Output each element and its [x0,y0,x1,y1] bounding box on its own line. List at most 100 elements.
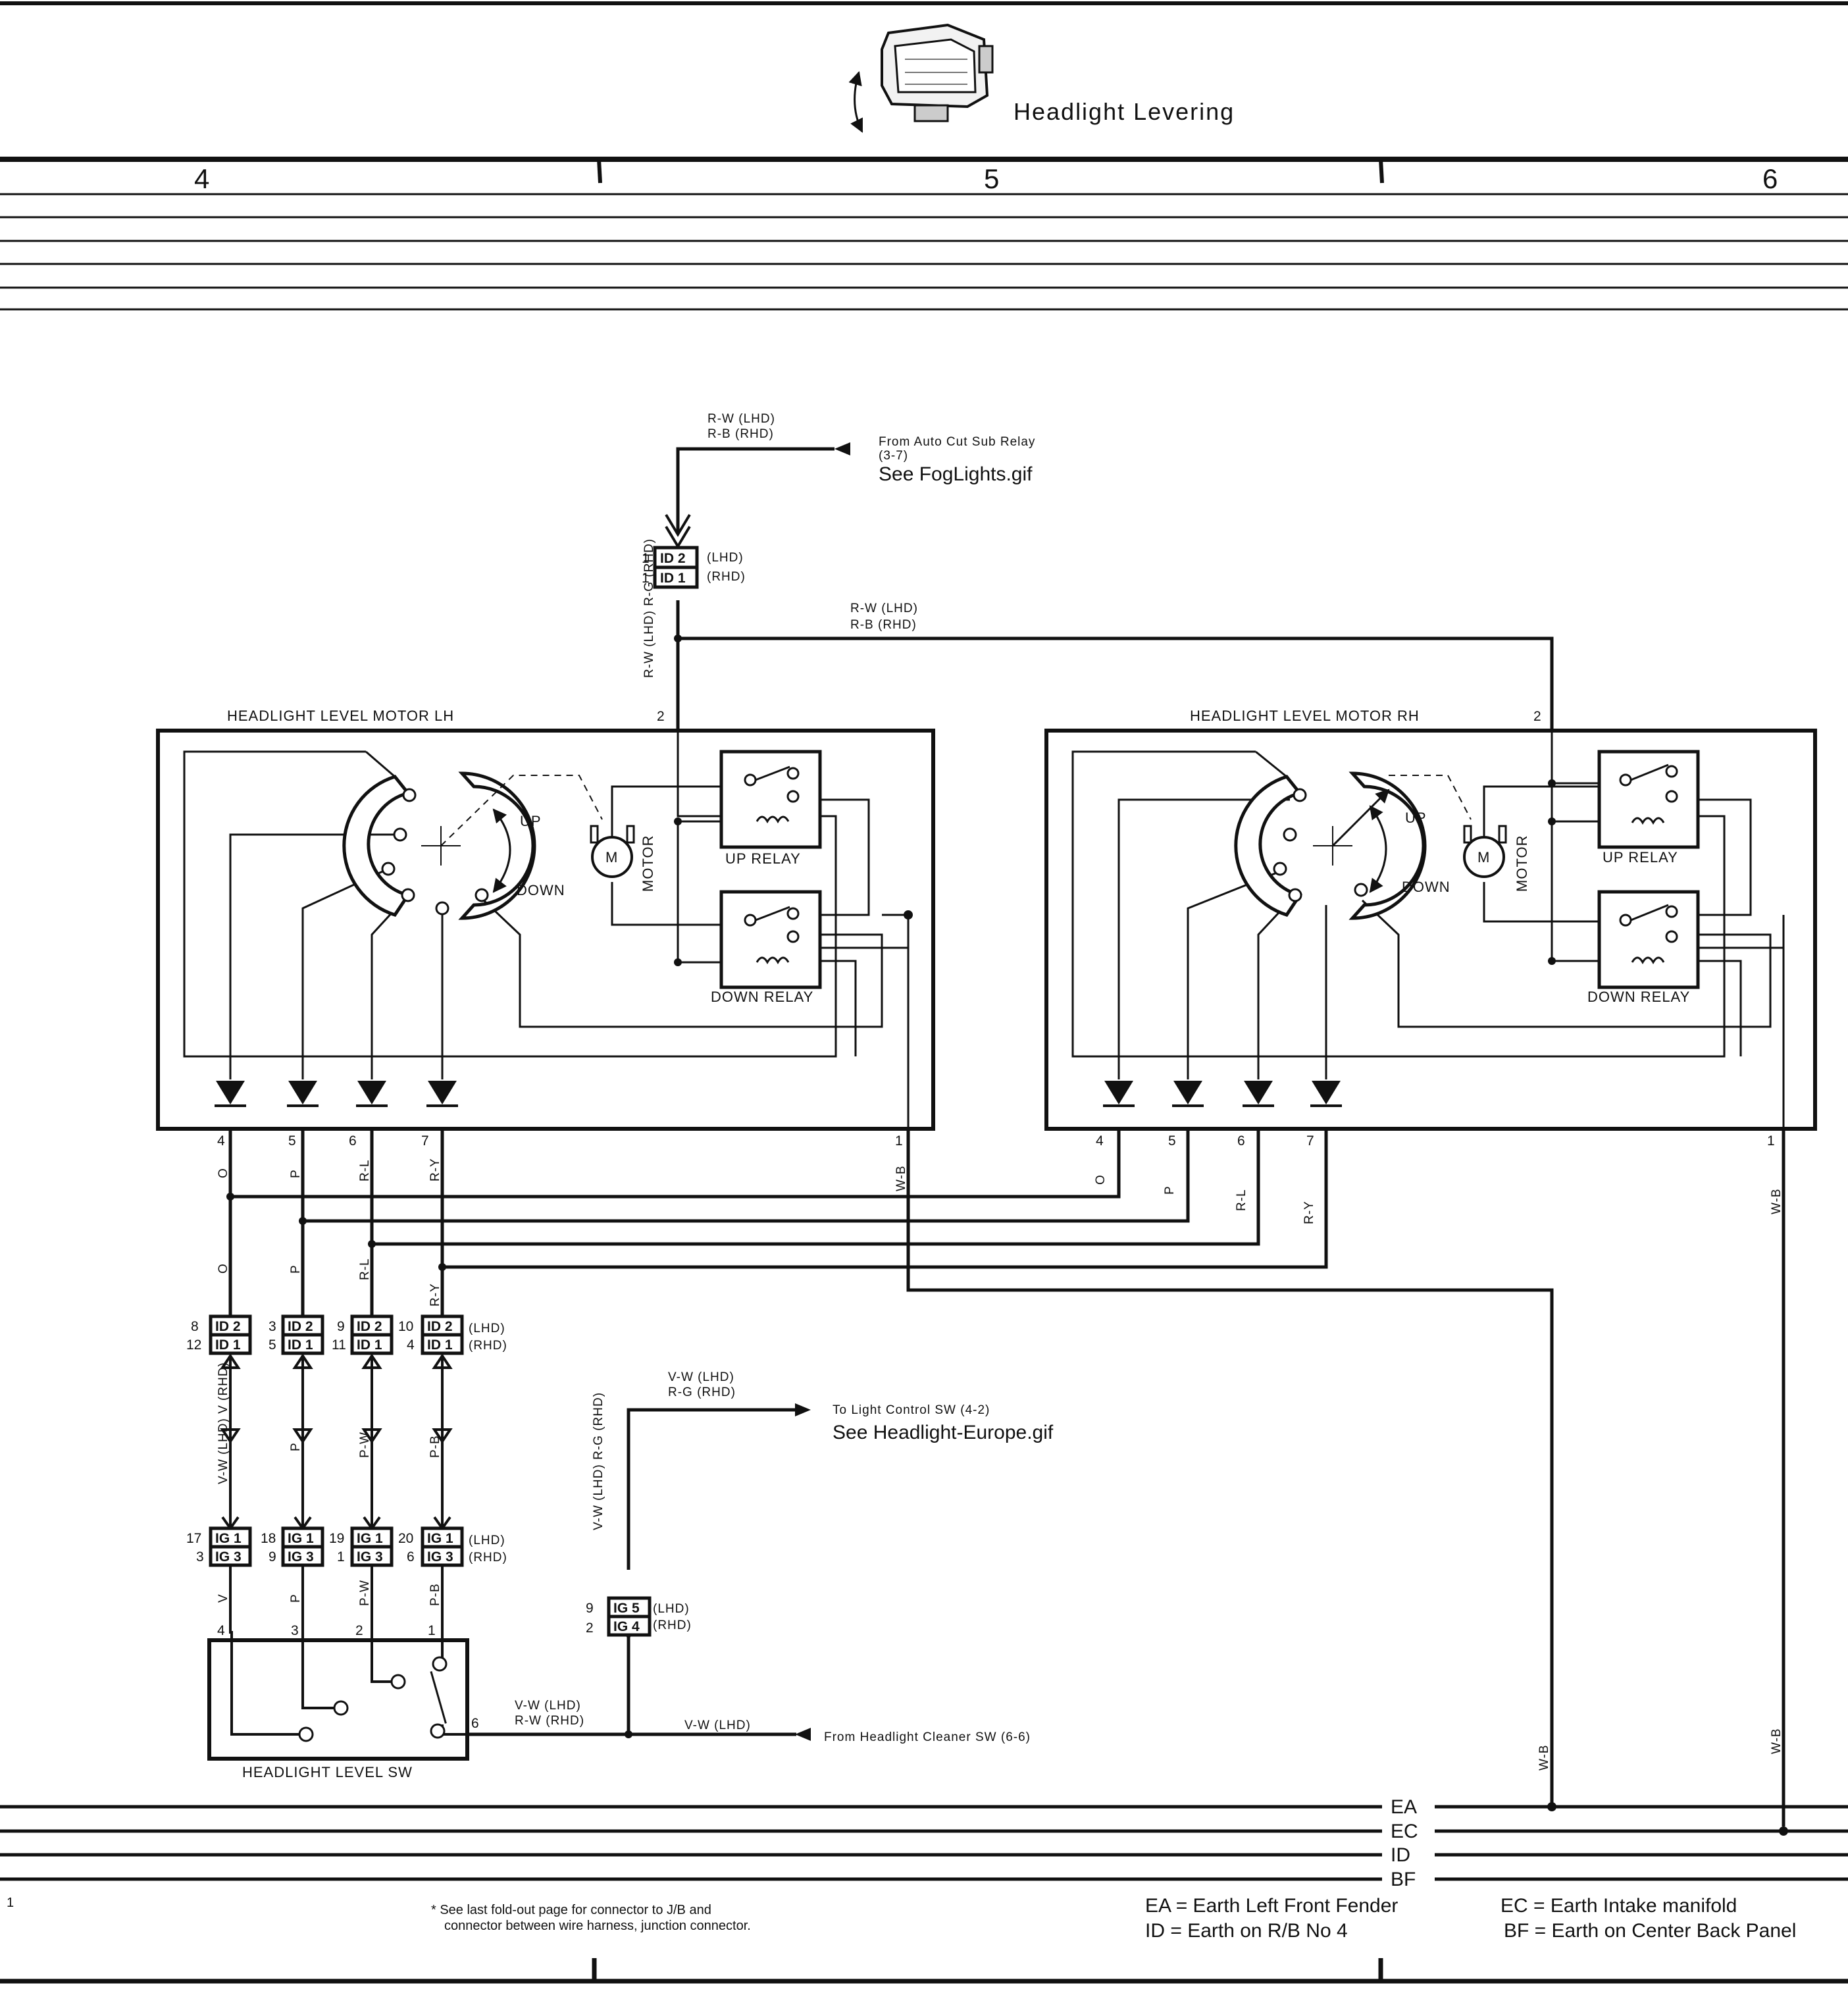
header-rules [0,193,1848,311]
svg-text:1: 1 [337,1549,345,1565]
svg-text:M: M [1477,849,1490,866]
headlight-level-motor-lh: HEADLIGHT LEVEL MOTOR LH 2 [156,708,935,1149]
svg-text:W-B: W-B [894,1165,908,1191]
cleaner-source: From Headlight Cleaner SW (6-6) [824,1730,1031,1744]
svg-text:ID 2: ID 2 [215,1319,241,1334]
svg-text:ID 2: ID 2 [357,1319,382,1334]
connector-ig-1: IG 1 IG 3 17 3 [186,1526,252,1567]
svg-text:ID 2: ID 2 [427,1319,453,1334]
svg-text:2: 2 [1533,709,1541,724]
svg-text:4: 4 [217,1133,225,1149]
svg-text:P-W: P-W [358,1580,372,1606]
svg-text:(LHD): (LHD) [469,1534,505,1547]
svg-text:ID 1: ID 1 [427,1337,453,1353]
svg-text:5: 5 [269,1337,276,1353]
connector-row-id: ID 2 ID 1 8 12 ID 2 ID 1 3 5 ID 2 ID 1 9… [186,1314,507,1355]
svg-text:R-L: R-L [1235,1189,1248,1211]
svg-text:IG 1: IG 1 [288,1531,314,1546]
svg-text:10: 10 [398,1319,413,1334]
connector-ig-3: IG 1 IG 3 19 1 [329,1526,394,1567]
switch-output-wires [466,1408,796,1736]
svg-text:IG 1: IG 1 [215,1531,242,1546]
svg-text:18: 18 [261,1531,276,1546]
light-control-vertical-label: V-W (LHD) R-G (RHD) [592,1392,605,1530]
svg-text:P: P [289,1169,303,1178]
svg-text:ID 1: ID 1 [357,1337,382,1353]
switch-out-wire-lhd: V-W (LHD) [515,1699,581,1713]
svg-text:7: 7 [1306,1133,1314,1149]
svg-text:5: 5 [288,1133,296,1149]
cleaner-wire-label: V-W (LHD) [684,1719,751,1732]
feed-source-ref: (3-7) [879,449,908,463]
svg-text:IG 4: IG 4 [613,1619,640,1634]
svg-text:ID 1: ID 1 [215,1337,241,1353]
svg-text:2: 2 [355,1623,363,1638]
feed-source: From Auto Cut Sub Relay [879,435,1035,449]
svg-text:UP RELAY: UP RELAY [1603,849,1678,866]
connector-ig5-ig4: IG 5 IG 4 9 2 (LHD) (RHD) [586,1596,692,1637]
svg-text:M: M [605,849,618,866]
branch-wire-rhd: R-B (RHD) [850,618,917,632]
grid-column-4: 4 [194,163,209,194]
svg-text:4: 4 [217,1623,225,1638]
svg-text:1: 1 [642,551,650,566]
connector-id-2: ID 2 ID 1 3 5 [269,1314,324,1355]
svg-text:ID 2: ID 2 [660,551,686,566]
svg-text:W-B: W-B [1537,1744,1551,1771]
svg-text:MOTOR: MOTOR [1514,835,1530,892]
see-headlight-europe-link[interactable]: See Headlight-Europe.gif [833,1422,1054,1443]
switch-out-wire-rhd: R-W (RHD) [515,1714,584,1728]
see-foglights-link[interactable]: See FogLights.gif [879,463,1033,485]
svg-text:O: O [1094,1174,1108,1185]
svg-text:HEADLIGHT LEVEL SW: HEADLIGHT LEVEL SW [242,1764,413,1780]
svg-text:DOWN RELAY: DOWN RELAY [1587,989,1690,1005]
svg-text:1: 1 [1767,1133,1775,1149]
earth-id: ID [1391,1844,1410,1866]
svg-text:P-W: P-W [358,1432,372,1458]
svg-text:UP RELAY: UP RELAY [725,850,801,867]
footnote-line-1: * See last fold-out page for connector t… [431,1903,711,1917]
legend-ec: EC = Earth Intake manifold [1501,1895,1737,1917]
svg-text:4: 4 [1096,1133,1104,1149]
svg-text:3: 3 [291,1623,299,1638]
svg-text:IG 3: IG 3 [288,1549,314,1565]
svg-text:17: 17 [186,1531,201,1546]
svg-text:(RHD): (RHD) [653,1618,692,1632]
svg-text:UP: UP [1405,810,1427,826]
svg-text:(LHD): (LHD) [653,1602,690,1616]
svg-text:R-Y: R-Y [428,1158,442,1181]
svg-text:HEADLIGHT LEVEL MOTOR RH: HEADLIGHT LEVEL MOTOR RH [1190,708,1420,724]
svg-text:1: 1 [428,1623,436,1638]
connector-id-3: ID 2 ID 1 9 11 [332,1314,394,1355]
svg-text:2: 2 [657,709,665,724]
svg-text:ID 2: ID 2 [288,1319,313,1334]
light-control-wire-lhd: V-W (LHD) [668,1370,734,1384]
svg-text:(RHD): (RHD) [707,570,746,584]
svg-text:5: 5 [1168,1133,1176,1149]
svg-text:ID 1: ID 1 [288,1337,313,1353]
page-mark: 1 [7,1896,14,1910]
legend-id: ID = Earth on R/B No 4 [1145,1920,1348,1942]
headlight-icon [848,23,994,133]
svg-text:DOWN: DOWN [1402,879,1450,895]
earth-ec: EC [1391,1821,1418,1842]
svg-text:9: 9 [337,1319,345,1334]
page-title: Headlight Levering [1014,98,1235,125]
svg-text:6: 6 [1237,1133,1245,1149]
svg-text:W-B: W-B [1770,1728,1784,1754]
svg-text:W-B: W-B [1770,1188,1784,1214]
svg-text:P: P [289,1264,303,1274]
svg-text:R-L: R-L [358,1159,372,1181]
connector-id2-id1-top: ID 2 ID 1 1 1 (LHD) (RHD) [642,546,746,589]
svg-text:(LHD): (LHD) [469,1322,505,1335]
svg-text:3: 3 [196,1549,204,1565]
svg-text:6: 6 [407,1549,415,1565]
feed-vertical-wire-label: R-W (LHD) R-G (RHD) [642,538,656,678]
svg-text:11: 11 [332,1337,346,1353]
svg-text:UP: UP [520,813,542,829]
svg-text:R-L: R-L [358,1258,372,1280]
svg-text:7: 7 [421,1133,429,1149]
svg-text:DOWN RELAY: DOWN RELAY [711,989,813,1005]
svg-text:P: P [289,1593,303,1603]
